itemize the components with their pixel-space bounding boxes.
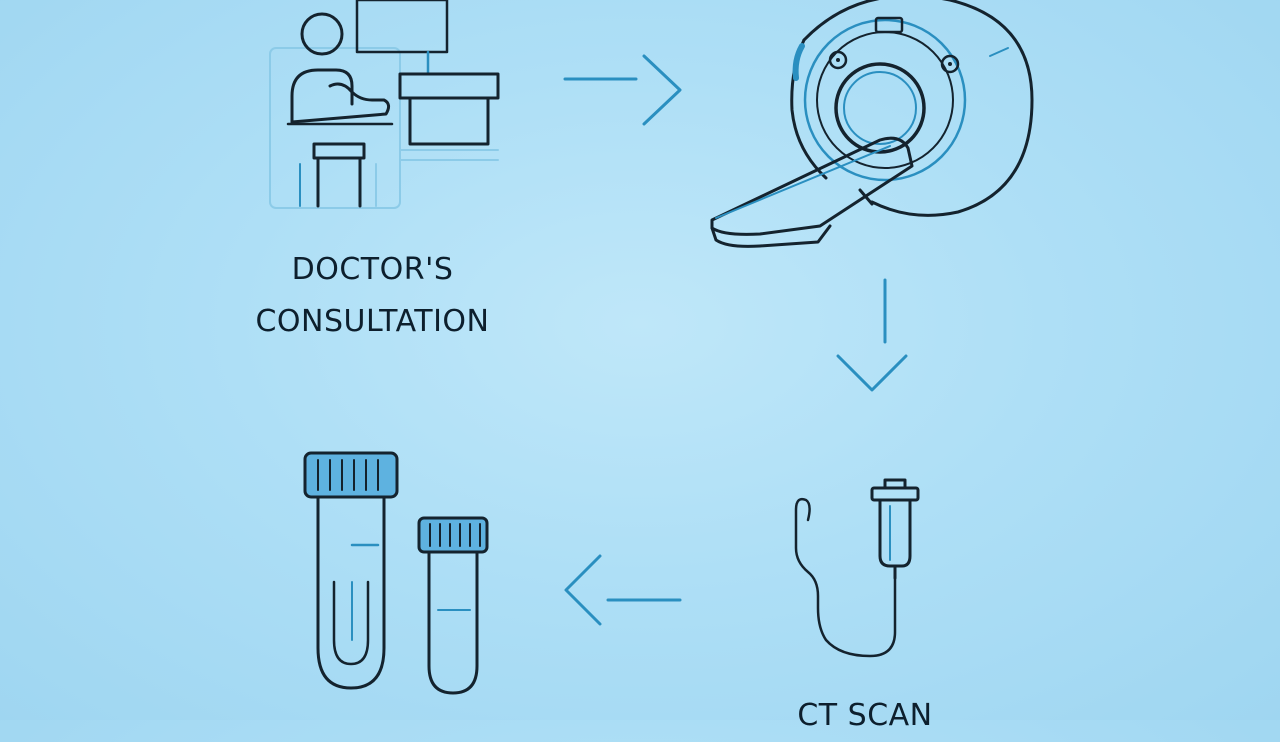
arrow-down-icon: [836, 278, 908, 392]
ct-scanner-icon: [710, 0, 1034, 248]
ct-scan-label: CT SCAN: [797, 698, 933, 733]
consultation-label: DOCTOR'S CONSULTATION: [200, 244, 545, 348]
arrow-left-icon: [564, 554, 682, 626]
consultation-label-line2: CONSULTATION: [255, 304, 490, 339]
arrow-right-icon: [563, 54, 682, 126]
test-tubes-icon: [303, 451, 489, 695]
workflow-diagram: [269, 0, 1034, 695]
consultation-label-line1: DOCTOR'S: [291, 252, 454, 287]
doctor-consultation-icon: [269, 0, 500, 209]
contrast-injector-icon: [794, 478, 920, 658]
